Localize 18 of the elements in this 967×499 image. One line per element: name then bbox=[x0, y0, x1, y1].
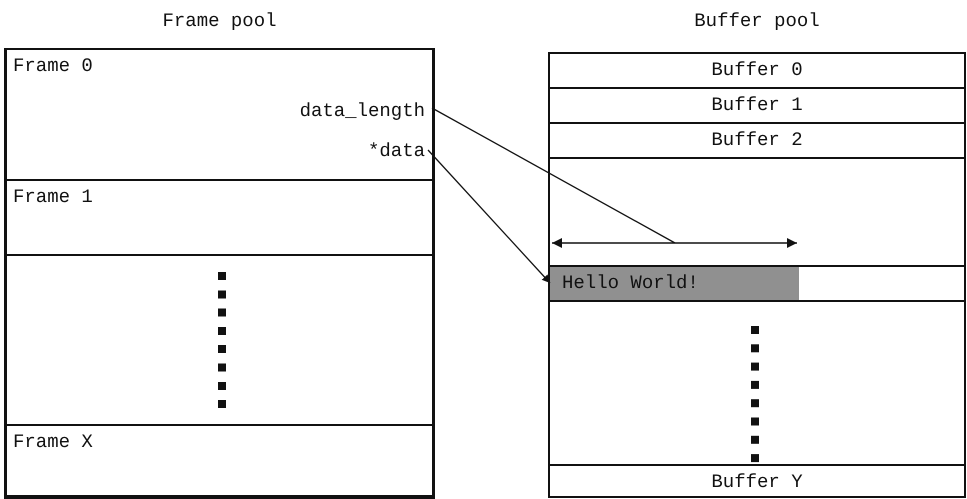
slot-label: Frame X bbox=[13, 431, 93, 453]
arrow bbox=[428, 150, 550, 284]
memory-slot bbox=[5, 179, 434, 256]
pool-heading: Buffer pool bbox=[693, 10, 821, 32]
memory-slot bbox=[5, 48, 434, 181]
memory-slot bbox=[5, 254, 434, 426]
slot-label: Buffer Y bbox=[710, 471, 804, 493]
field-name: *data bbox=[320, 139, 425, 163]
memory-slot bbox=[5, 424, 434, 497]
slot-label: Frame 0 bbox=[13, 55, 93, 77]
field-name: data_length bbox=[217, 99, 425, 123]
slot-label: Buffer 0 bbox=[710, 59, 804, 81]
leader-line bbox=[432, 107, 676, 244]
slot-label: Buffer 2 bbox=[710, 129, 804, 151]
slot-label: Buffer 1 bbox=[710, 94, 804, 116]
slot-label: Frame 1 bbox=[13, 186, 93, 208]
highlighted-data: Hello World! bbox=[550, 266, 799, 301]
pool-heading: Frame pool bbox=[161, 10, 278, 32]
